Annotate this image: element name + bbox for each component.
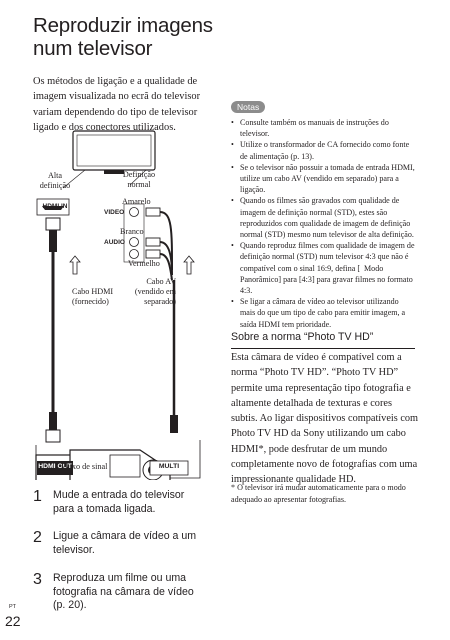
av-cable-label: Cabo AV (vendido em separado) (134, 277, 176, 306)
white-label: Branco (120, 227, 144, 236)
video-label: VIDEO (104, 209, 125, 216)
note-item: Consulte também os manuais de instruções… (231, 117, 415, 139)
hdmi-out-label: HDMI OUT (38, 463, 72, 470)
tv-icon (72, 130, 156, 174)
signal-arrow (69, 255, 195, 275)
diagram-art (35, 130, 201, 480)
hdmi-in-port (36, 198, 70, 216)
note-item: Quando reproduz filmes com qualidade de … (231, 240, 415, 296)
multi-label: MULTI (158, 463, 180, 470)
multi-port-box (149, 460, 189, 476)
av-jacks (123, 203, 145, 263)
note-item: Se ligar a câmara de vídeo ao televisor … (231, 296, 415, 330)
note-item: Se o televisor não possuir a tomada de e… (231, 162, 415, 196)
hd-label: Alta definição (39, 171, 71, 190)
step-number: 2 (33, 529, 42, 546)
step-text: Ligue a câmara de vídeo a um televisor. (53, 530, 197, 556)
signal-flow-text: Fluxo de sinal (61, 462, 108, 471)
note-item: Utilize o transformador de CA fornecido … (231, 139, 415, 161)
yellow-label: Amarelo (122, 197, 151, 206)
step-number: 1 (33, 488, 42, 505)
step-number: 3 (33, 571, 42, 588)
intro-paragraph: Os métodos de ligação e a qualidade de i… (33, 76, 201, 134)
red-label: Vermelho (128, 259, 160, 268)
photo-tv-body: Esta câmara de vídeo é compatível com a … (231, 352, 419, 486)
notes-list: Consulte também os manuais de instruções… (231, 117, 415, 330)
language-tag: PT (9, 604, 17, 610)
hdmi-cable-label: Cabo HDMI (fornecido) (72, 287, 114, 306)
audio-label: AUDIO (104, 239, 125, 246)
sd-label: Definição normal (122, 170, 156, 189)
hdmi-cable (45, 217, 61, 443)
notes-section: Notas Consulte também os manuais de inst… (231, 97, 415, 330)
note-item: Quando os filmes são gravados com qualid… (231, 195, 415, 240)
av-cable (145, 207, 178, 433)
page-number: 22 (5, 613, 21, 629)
notes-badge: Notas (231, 101, 266, 113)
step-text: Mude a entrada do televisor para a tomad… (53, 489, 185, 515)
hdmi-out-box (37, 461, 73, 475)
page-title: Reproduzir imagens num televisor (33, 14, 213, 60)
connection-diagram: Alta definição Definição normal HDMI IN … (0, 0, 225, 480)
photo-tv-footnote: * O televisor irá mudar automaticamente … (231, 483, 406, 504)
hdmi-in-label: HDMI IN (42, 203, 68, 210)
photo-tv-heading: Sobre a norma “Photo TV HD” (231, 331, 415, 349)
step-text: Reproduza um filme ou uma fotografia na … (53, 572, 194, 611)
